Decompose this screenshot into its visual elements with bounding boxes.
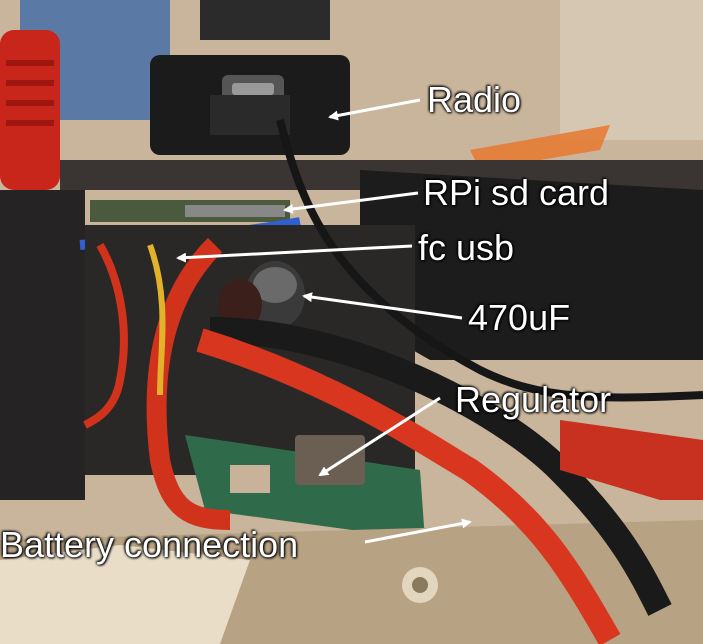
regulator-chip — [295, 435, 365, 485]
regulator-board — [185, 435, 425, 540]
orange-propeller — [470, 125, 610, 170]
rpi-sd-card-label: RPi sd card — [423, 172, 610, 213]
arrow-capacitor — [302, 292, 463, 320]
capacitor-label: 470uF — [468, 297, 571, 338]
red-wire-main — [196, 328, 621, 644]
carbon-arm — [360, 170, 703, 360]
fc-usb-label: fc usb — [418, 227, 515, 268]
background-shadow — [560, 0, 703, 140]
battery-connection-label: Battery connection — [0, 524, 299, 565]
arrow-rpi-sd-card — [283, 191, 419, 214]
arrow-fc-usb — [176, 244, 413, 263]
radio-label: Radio — [427, 79, 522, 120]
red-foot — [560, 420, 703, 500]
arrow-battery-connection — [364, 518, 472, 544]
foam-block — [0, 190, 85, 500]
arrow-regulator — [318, 396, 441, 477]
regulator-label: Regulator — [455, 379, 612, 420]
black-wire-main — [209, 317, 672, 616]
red-knob — [0, 30, 60, 190]
arrow-radio — [328, 98, 421, 121]
